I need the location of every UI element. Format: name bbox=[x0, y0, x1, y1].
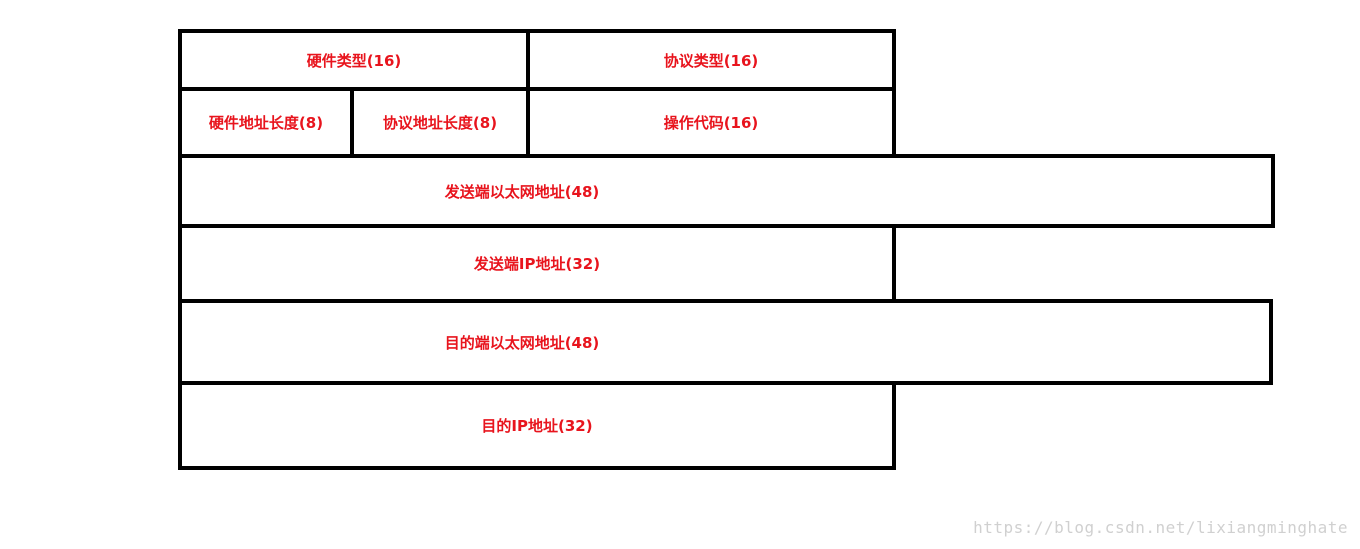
field-target-ethernet-address: 目的端以太网地址(48) bbox=[178, 299, 1273, 385]
field-target-ethernet-address-label: 目的端以太网地址(48) bbox=[444, 333, 600, 352]
field-protocol-address-length-label: 协议地址长度(8) bbox=[382, 114, 498, 132]
field-hardware-type-label: 硬件类型(16) bbox=[306, 51, 402, 70]
field-sender-ethernet-address: 发送端以太网地址(48) bbox=[178, 154, 1275, 228]
field-protocol-address-length: 协议地址长度(8) bbox=[350, 87, 530, 158]
field-operation-code-label: 操作代码(16) bbox=[663, 114, 759, 132]
field-hardware-address-length-label: 硬件地址长度(8) bbox=[208, 114, 324, 132]
watermark-url: https://blog.csdn.net/lixiangminghate bbox=[973, 518, 1348, 537]
field-target-ip-address-label: 目的IP地址(32) bbox=[481, 417, 593, 435]
field-sender-ethernet-address-label: 发送端以太网地址(48) bbox=[444, 182, 600, 201]
field-hardware-address-length: 硬件地址长度(8) bbox=[178, 87, 354, 158]
field-protocol-type-label: 协议类型(16) bbox=[663, 51, 759, 70]
field-hardware-type: 硬件类型(16) bbox=[178, 29, 530, 91]
field-sender-ip-address-label: 发送端IP地址(32) bbox=[473, 255, 601, 273]
field-target-ip-address: 目的IP地址(32) bbox=[178, 381, 896, 470]
field-sender-ip-address: 发送端IP地址(32) bbox=[178, 224, 896, 303]
field-protocol-type: 协议类型(16) bbox=[526, 29, 896, 91]
field-operation-code: 操作代码(16) bbox=[526, 87, 896, 158]
